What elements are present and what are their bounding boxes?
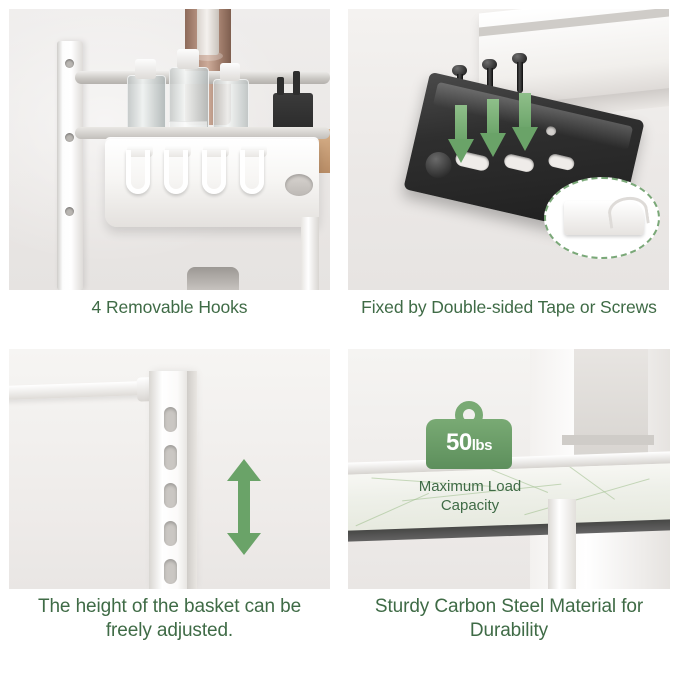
arrow-stem bbox=[455, 105, 467, 143]
bottle-cap bbox=[177, 49, 199, 69]
lower-fixture bbox=[187, 267, 239, 290]
green-down-arrow-icon bbox=[512, 93, 538, 155]
post-edge bbox=[187, 371, 197, 589]
tape-detail-inset bbox=[544, 177, 660, 259]
photo-load-capacity: 50lbs Maximum Load Capacity bbox=[348, 349, 670, 589]
post-slot bbox=[164, 445, 177, 470]
arrow-head-up bbox=[227, 459, 261, 481]
screw-head bbox=[482, 59, 497, 70]
bottle-cap bbox=[135, 59, 156, 79]
caption-removable-hooks: 4 Removable Hooks bbox=[91, 297, 248, 317]
arrow-head bbox=[480, 133, 506, 157]
post-hole bbox=[65, 133, 74, 142]
post-slot bbox=[164, 407, 177, 432]
panel-removable-hooks: 4 Removable Hooks bbox=[0, 0, 339, 340]
removable-hook bbox=[126, 150, 150, 194]
photo-height-adjust bbox=[9, 349, 330, 589]
arrow-stem bbox=[487, 99, 499, 137]
post-hole bbox=[65, 59, 74, 68]
weight-value: 50lbs bbox=[426, 429, 512, 457]
max-load-label: Maximum Load Capacity bbox=[368, 477, 572, 515]
shelf-rail-lower bbox=[75, 127, 330, 139]
weight-unit: lbs bbox=[471, 437, 493, 454]
post-hole bbox=[65, 207, 74, 216]
panel-height-adjust: The height of the basket can be freely a… bbox=[0, 340, 339, 679]
screw-head bbox=[452, 65, 467, 76]
removable-hook bbox=[240, 150, 264, 194]
support-post bbox=[301, 217, 319, 290]
photo-mounting-method bbox=[348, 9, 669, 290]
green-double-arrow-icon bbox=[227, 459, 261, 555]
bar-slot bbox=[547, 152, 576, 172]
post-slot bbox=[164, 521, 177, 546]
panel-mounting-method: Fixed by Double-sided Tape or Screws bbox=[339, 0, 679, 340]
panel-load-capacity: 50lbs Maximum Load Capacity Sturdy Carbo… bbox=[339, 340, 679, 679]
spray-pump bbox=[197, 9, 219, 55]
cabinet-shelf bbox=[562, 435, 654, 445]
arrow-stem bbox=[519, 93, 531, 131]
screw-head bbox=[512, 53, 527, 64]
arrow-head-down bbox=[227, 533, 261, 555]
bar-slot bbox=[502, 152, 536, 174]
caption-mounting-method: Fixed by Double-sided Tape or Screws bbox=[361, 297, 657, 317]
weight-icon: 50lbs bbox=[426, 401, 512, 469]
max-load-line1: Maximum Load bbox=[418, 478, 522, 495]
caption-height-adjust: The height of the basket can be freely a… bbox=[37, 596, 302, 641]
bottle-cap bbox=[220, 63, 240, 81]
weight-number: 50 bbox=[446, 429, 472, 456]
weight-body bbox=[426, 419, 512, 469]
arrow-stem bbox=[238, 479, 250, 535]
support-post bbox=[548, 499, 576, 589]
double-sided-tape bbox=[564, 201, 644, 235]
photo-removable-hooks bbox=[9, 9, 330, 290]
arrow-head bbox=[512, 127, 538, 151]
screw-shaft bbox=[486, 68, 493, 99]
arrow-head bbox=[448, 139, 474, 163]
post-slot bbox=[164, 483, 177, 508]
tape-peel-curl bbox=[606, 194, 650, 229]
caption-load-capacity: Sturdy Carbon Steel Material for Durabil… bbox=[374, 596, 644, 641]
max-load-line2: Capacity bbox=[440, 497, 500, 514]
screw-icon bbox=[512, 53, 527, 93]
removable-hook bbox=[164, 150, 188, 194]
green-down-arrow-icon bbox=[480, 99, 506, 161]
screw-shaft bbox=[516, 62, 523, 93]
removable-hook bbox=[202, 150, 226, 194]
post-slot bbox=[164, 559, 177, 584]
green-down-arrow-icon bbox=[448, 105, 474, 167]
basket-handle-cutout bbox=[285, 174, 313, 196]
screw-icon bbox=[482, 59, 497, 99]
